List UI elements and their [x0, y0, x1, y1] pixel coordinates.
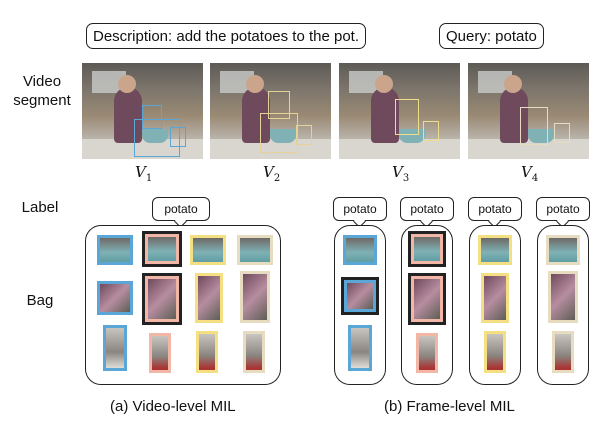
- frame-level-bag-3: [469, 225, 521, 385]
- frame-label-v1: V1: [135, 163, 153, 184]
- video-frame-1: [82, 63, 203, 159]
- description-box: Description: add the potatoes to the pot…: [86, 23, 367, 49]
- bag-instance-tile: [97, 281, 133, 315]
- video-frame-3: [339, 63, 460, 159]
- bag-instance-tile: [142, 273, 182, 325]
- bag-instance-tile: [240, 271, 270, 323]
- frame-level-bag-2: [401, 225, 453, 385]
- bag-instance-tile: [237, 235, 273, 265]
- bag-instance-tile: [481, 273, 509, 323]
- frame-label-v4: V4: [521, 163, 539, 184]
- bag-instance-tile: [243, 331, 265, 373]
- frame-level-bag-4: [537, 225, 589, 385]
- bag-instance-tile: [348, 325, 372, 371]
- frame-level-label-callout-4: potato: [536, 197, 590, 221]
- frame-level-bag-1: [334, 225, 386, 385]
- video-level-bag: [85, 225, 281, 385]
- bag-instance-tile: [416, 333, 438, 373]
- bag-instance-tile: [196, 331, 218, 373]
- frame-level-label-callout-3: potato: [468, 197, 522, 221]
- video-level-label-callout: potato: [152, 197, 210, 221]
- video-frame-4: [468, 63, 589, 159]
- row-label-label: Label: [21, 199, 59, 216]
- bag-instance-tile: [343, 235, 377, 265]
- bag-instance-tile: [97, 235, 133, 265]
- bag-instance-tile: [195, 273, 223, 323]
- bag-instance-tile: [484, 331, 506, 373]
- frame-level-label-callout-1: potato: [333, 197, 387, 221]
- row-label-bag: Bag: [26, 292, 54, 309]
- bag-instance-tile: [142, 231, 182, 267]
- caption-video-level: (a) Video-level MIL: [110, 398, 236, 415]
- bag-instance-tile: [149, 333, 171, 373]
- bag-instance-tile: [552, 331, 574, 373]
- bag-instance-tile: [103, 325, 127, 371]
- frame-label-v2: V2: [263, 163, 281, 184]
- bag-instance-tile: [478, 235, 512, 265]
- bag-instance-tile: [341, 277, 379, 315]
- video-frame-2: [210, 63, 331, 159]
- bag-instance-tile: [408, 273, 446, 325]
- row-label-video-segment: Video segment: [13, 73, 71, 109]
- bag-instance-tile: [408, 231, 446, 267]
- bag-instance-tile: [548, 271, 578, 323]
- bag-instance-tile: [190, 235, 226, 265]
- bag-instance-tile: [546, 235, 580, 265]
- frame-level-label-callout-2: potato: [400, 197, 454, 221]
- caption-frame-level: (b) Frame-level MIL: [384, 398, 515, 415]
- query-box: Query: potato: [439, 23, 544, 49]
- frame-label-v3: V3: [392, 163, 410, 184]
